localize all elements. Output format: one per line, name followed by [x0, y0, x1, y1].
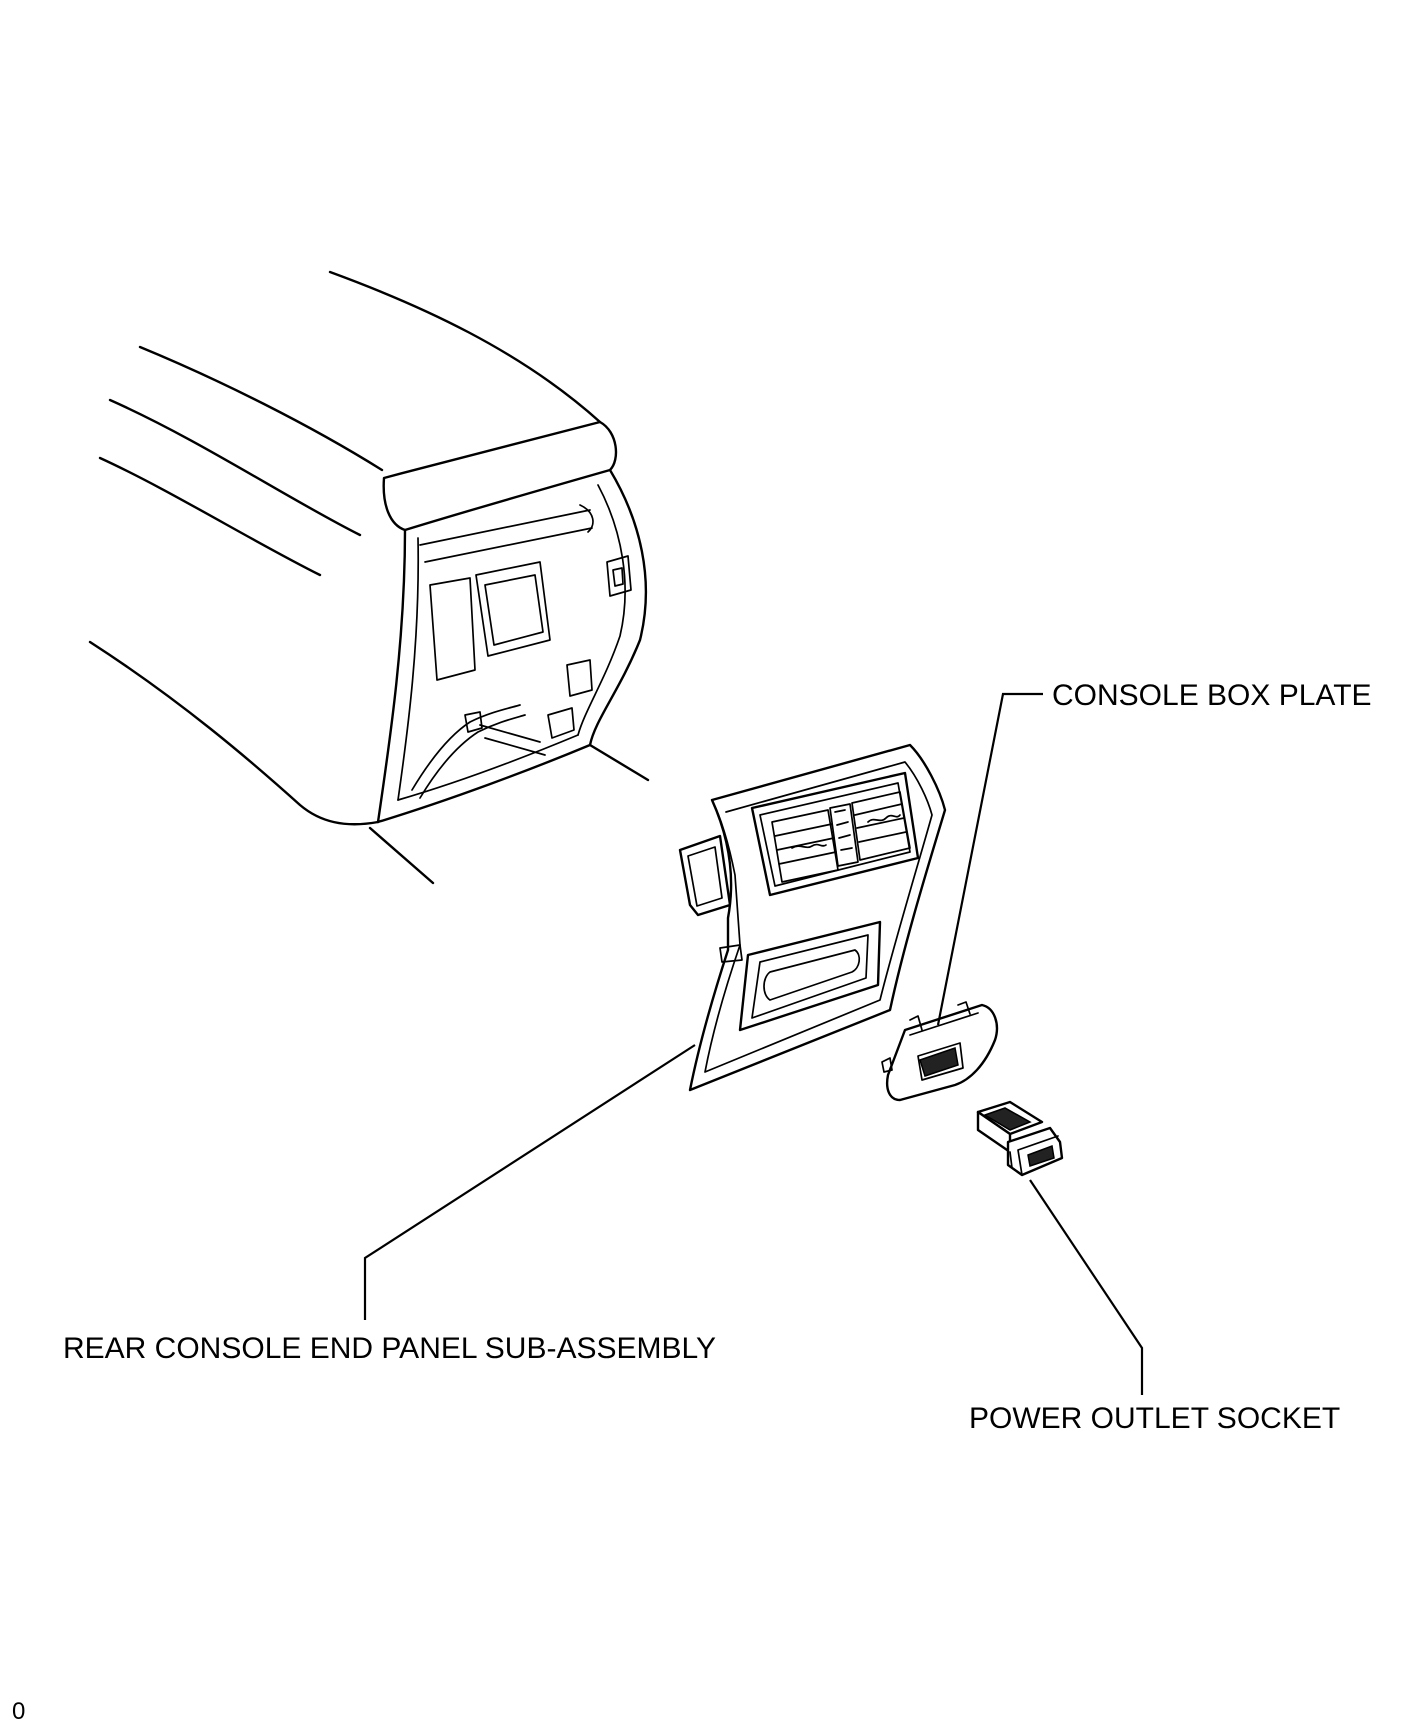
label-console-box-plate: CONSOLE BOX PLATE [1052, 679, 1372, 712]
console-box-plate-drawing [881, 1001, 999, 1102]
center-console-body [88, 270, 650, 885]
leader-line-power-outlet-socket [1029, 1179, 1144, 1395]
figure-code: 0 [12, 1698, 26, 1725]
label-rear-console-end-panel: REAR CONSOLE END PANEL SUB-ASSEMBLY [63, 1332, 716, 1365]
rear-console-end-panel-drawing [678, 743, 947, 1092]
label-power-outlet-socket: POWER OUTLET SOCKET [969, 1402, 1341, 1435]
leader-line-rear-console-end-panel [363, 1044, 696, 1320]
power-outlet-socket-drawing [976, 1100, 1064, 1177]
leader-line-console-box-plate [936, 692, 1043, 1026]
